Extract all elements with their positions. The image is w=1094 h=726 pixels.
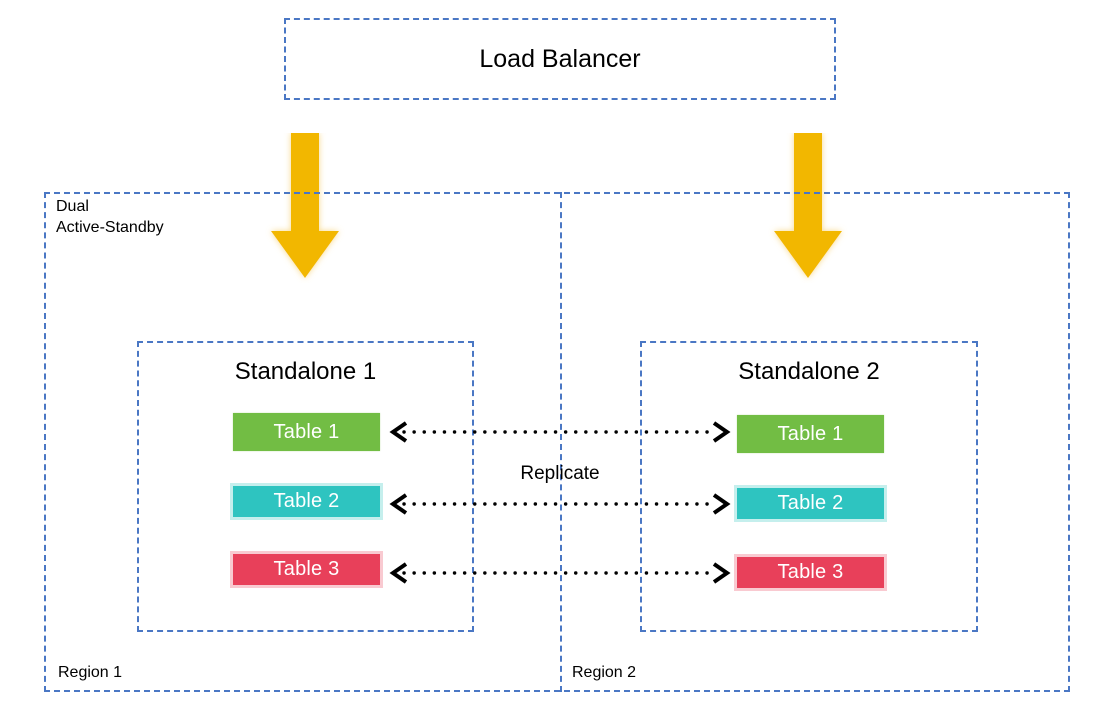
standalone-2-box: Standalone 2 <box>640 341 978 632</box>
traffic-arrow-region-1-icon <box>271 133 339 278</box>
traffic-arrow-region-2-icon <box>774 133 842 278</box>
dual-active-standby-label: Dual Active-Standby <box>56 198 164 236</box>
region-1-table-1: Table 1 <box>233 413 380 451</box>
dual-active-standby-container <box>44 192 1070 692</box>
region-2-label: Region 2 <box>572 664 637 681</box>
region-2-table-1: Table 1 <box>737 415 884 453</box>
standalone-2-title: Standalone 2 <box>738 358 880 385</box>
region-divider <box>560 192 562 692</box>
region-1-label: Region 1 <box>58 664 123 681</box>
region-2-table-3: Table 3 <box>737 557 884 588</box>
region-1-table-2: Table 2 <box>233 486 380 517</box>
region-2-table-2: Table 2 <box>737 488 884 519</box>
standalone-1-box: Standalone 1 <box>137 341 474 632</box>
region-1-table-3: Table 3 <box>233 554 380 585</box>
replicate-label: Replicate <box>520 463 600 484</box>
standalone-1-title: Standalone 1 <box>234 358 377 385</box>
load-balancer-label: Load Balancer <box>479 45 641 73</box>
load-balancer-box: Load Balancer <box>284 18 836 100</box>
